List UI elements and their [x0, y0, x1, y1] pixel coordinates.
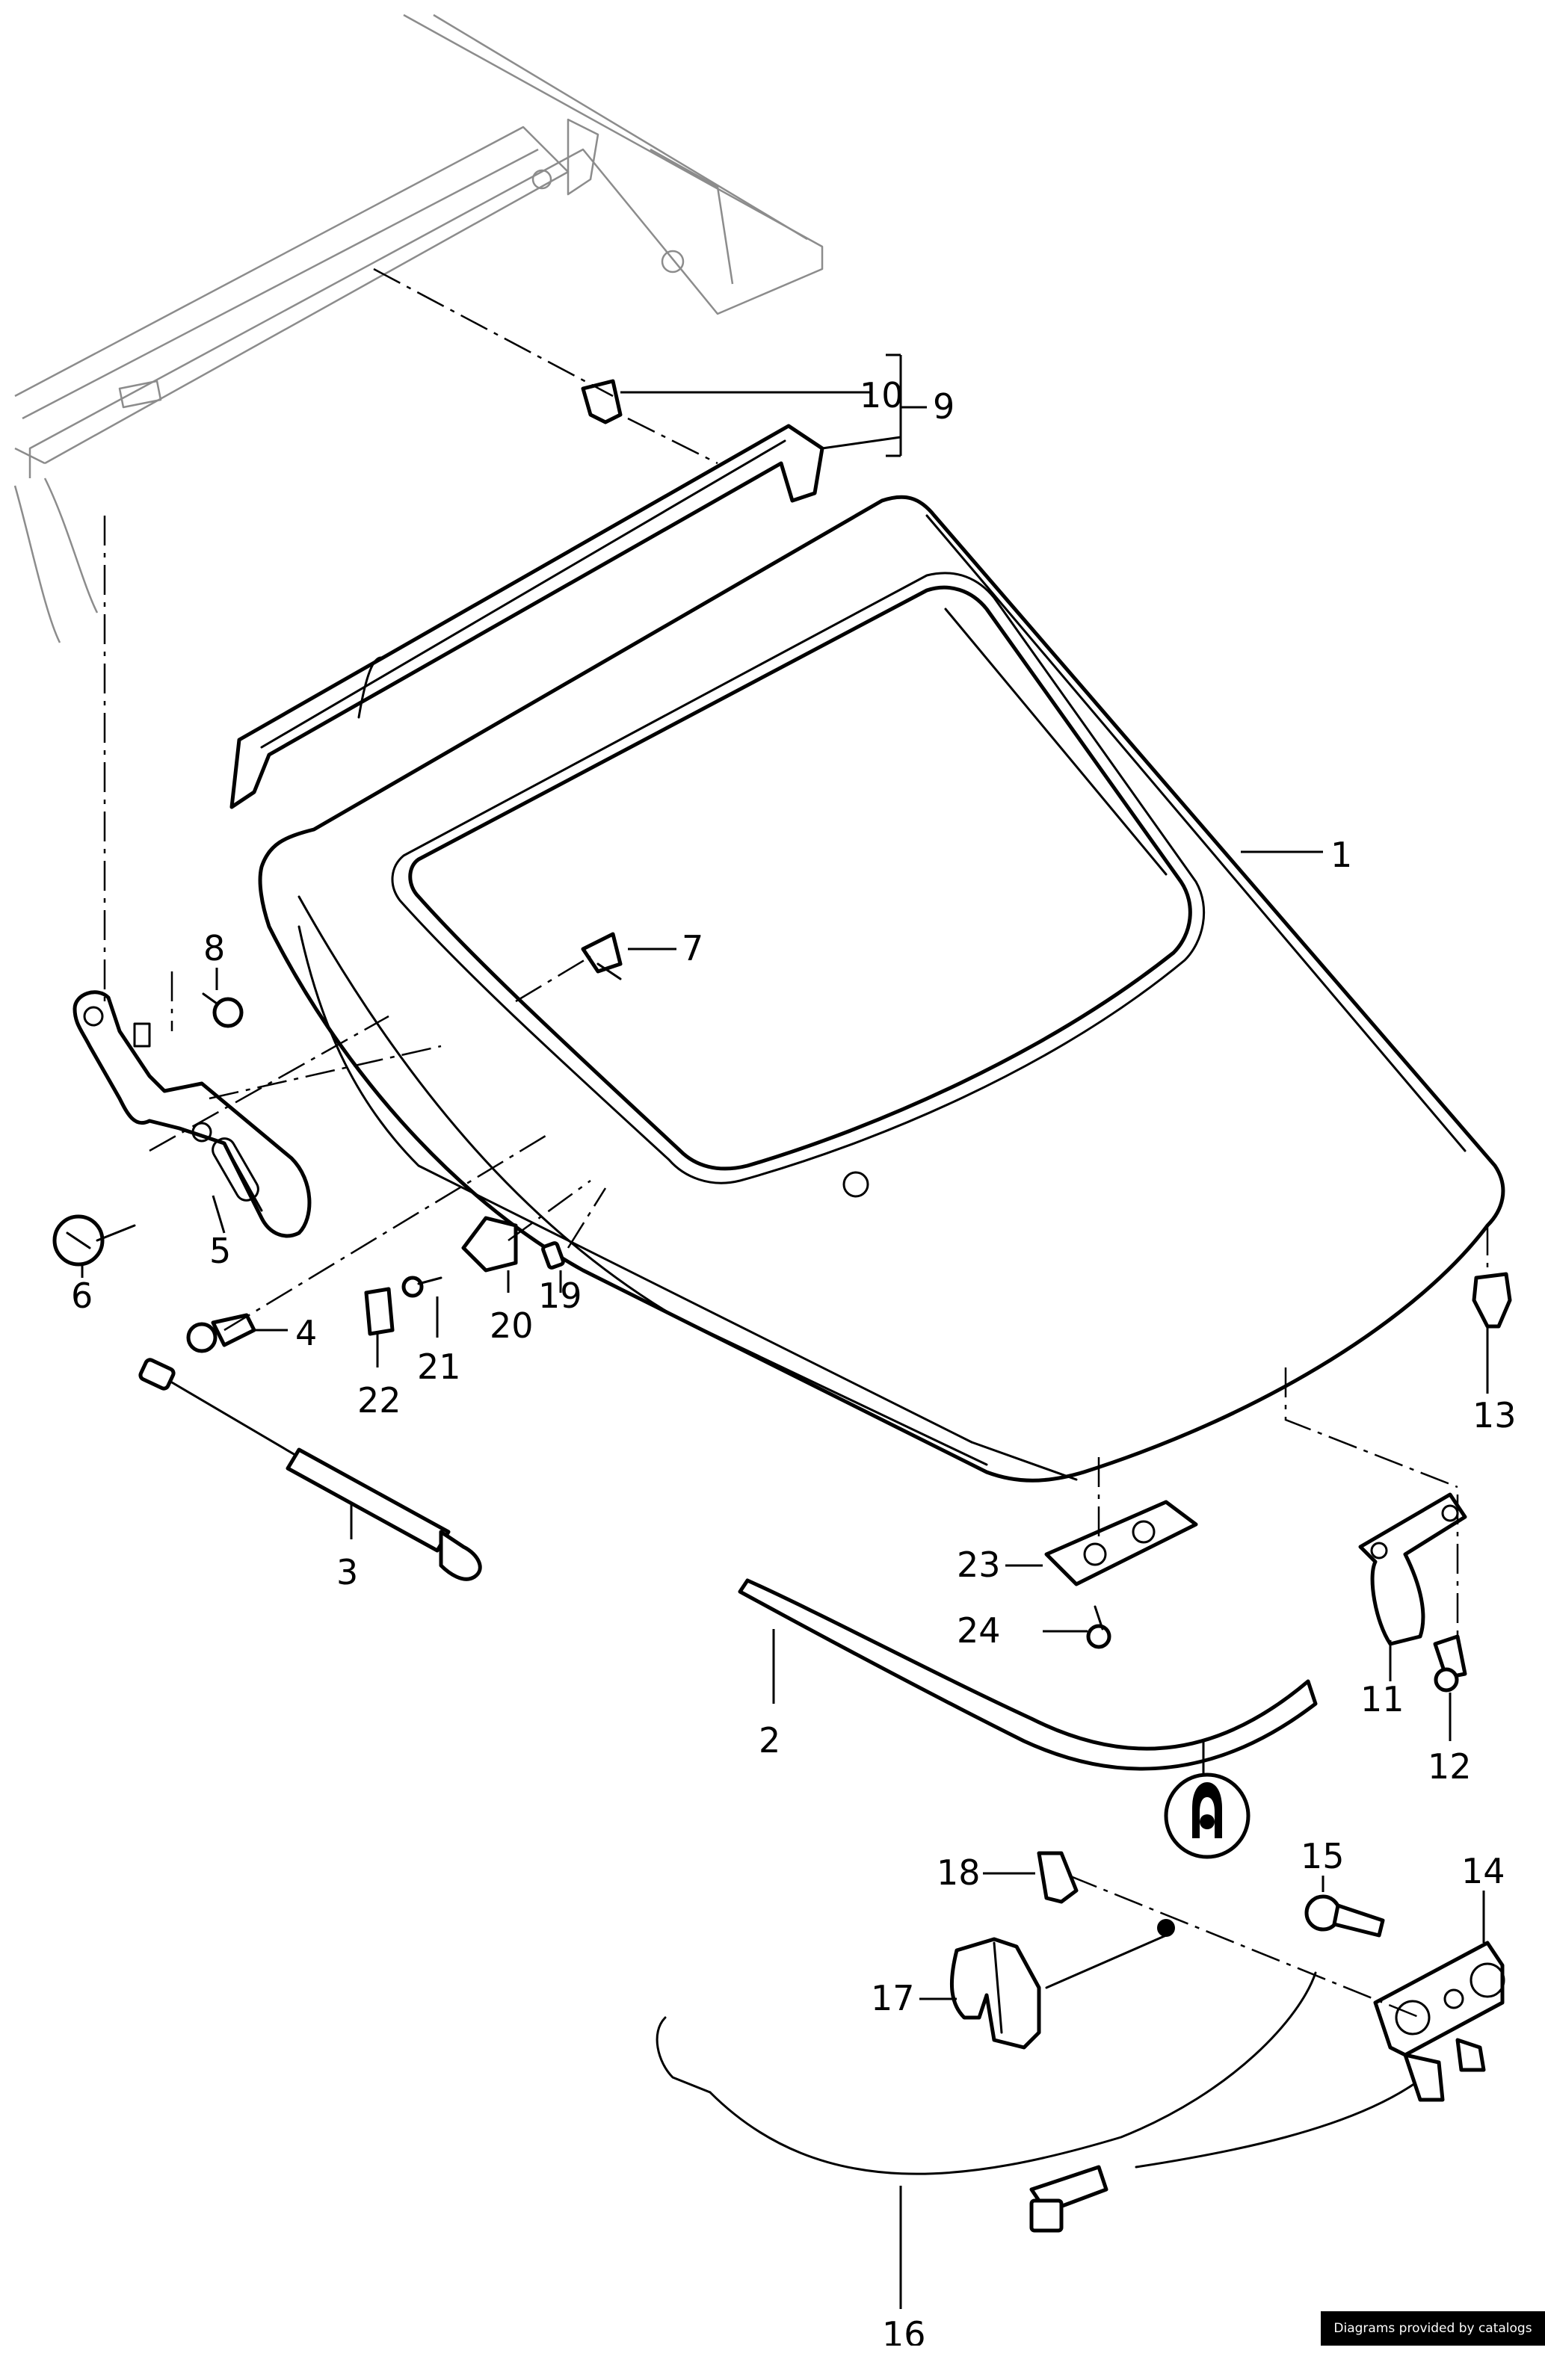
part-8-screw: [202, 992, 244, 1028]
callout-22: 22: [357, 1380, 401, 1421]
part-7-clip: [581, 932, 623, 980]
part-19-spring: [541, 1241, 565, 1270]
callout-10: 10: [860, 375, 904, 415]
callout-23: 23: [957, 1545, 1001, 1585]
part-4-ball-stud: [186, 1313, 256, 1353]
callout-3: 3: [336, 1552, 358, 1592]
part-24-screw: [1086, 1605, 1111, 1649]
callout-13: 13: [1472, 1395, 1517, 1435]
callout-15: 15: [1301, 1836, 1345, 1876]
callout-labels: 1 2 3 4 5 6 7 8 9 10 11 12 13 14 15 16 1…: [71, 375, 1517, 2346]
callout-6: 6: [71, 1276, 93, 1316]
callout-2: 2: [759, 1720, 780, 1761]
seal-profile-icon: [1164, 1772, 1251, 1859]
callout-20: 20: [490, 1305, 534, 1346]
callout-18: 18: [937, 1852, 981, 1893]
callout-24: 24: [957, 1610, 1001, 1651]
part-15-bolt: [1304, 1894, 1385, 1938]
part-21-screw: [401, 1276, 442, 1298]
callout-17: 17: [871, 1978, 915, 2018]
part-14-lock: [1373, 1941, 1505, 2102]
part-2-seal-strip: [738, 1578, 1318, 1771]
callout-21: 21: [417, 1347, 461, 1387]
callout-1: 1: [1330, 835, 1352, 875]
part-17-cover: [949, 1937, 1041, 2050]
callout-14: 14: [1461, 1851, 1505, 1891]
leader-lines: [81, 353, 1489, 2309]
part-16-release-cable: [656, 1919, 1414, 2233]
assembly-lines: [103, 268, 1489, 2019]
part-13-buffer: [1472, 1272, 1512, 1329]
part-3-gas-strut: [138, 1358, 482, 1581]
part-18-clip: [1037, 1851, 1079, 1904]
callout-11: 11: [1360, 1679, 1404, 1719]
part-5-hinge: [73, 990, 312, 1238]
callout-4: 4: [295, 1313, 317, 1353]
part-1-rear-lid: [258, 495, 1505, 1483]
vehicle-body-outline: [13, 13, 824, 643]
part-23-striker-plate: [1044, 1500, 1198, 1586]
callout-12: 12: [1428, 1746, 1472, 1787]
callout-5: 5: [209, 1231, 231, 1271]
part-12-screw: [1433, 1634, 1467, 1693]
callout-19: 19: [538, 1276, 582, 1316]
part-9-upper-trim-strip: [229, 424, 824, 809]
part-22-pad: [364, 1287, 395, 1336]
diagram-credit-footer: Diagrams provided by catalogs parts: [1321, 2311, 1545, 2370]
part-6-bolt: [52, 1214, 136, 1267]
part-11-bracket: [1358, 1492, 1467, 1646]
part-20-buffer: [461, 1216, 518, 1273]
callout-9: 9: [933, 386, 955, 427]
callout-16: 16: [882, 2314, 926, 2346]
callout-7: 7: [682, 928, 703, 968]
part-10-clip: [581, 379, 623, 424]
callout-8: 8: [203, 928, 225, 968]
